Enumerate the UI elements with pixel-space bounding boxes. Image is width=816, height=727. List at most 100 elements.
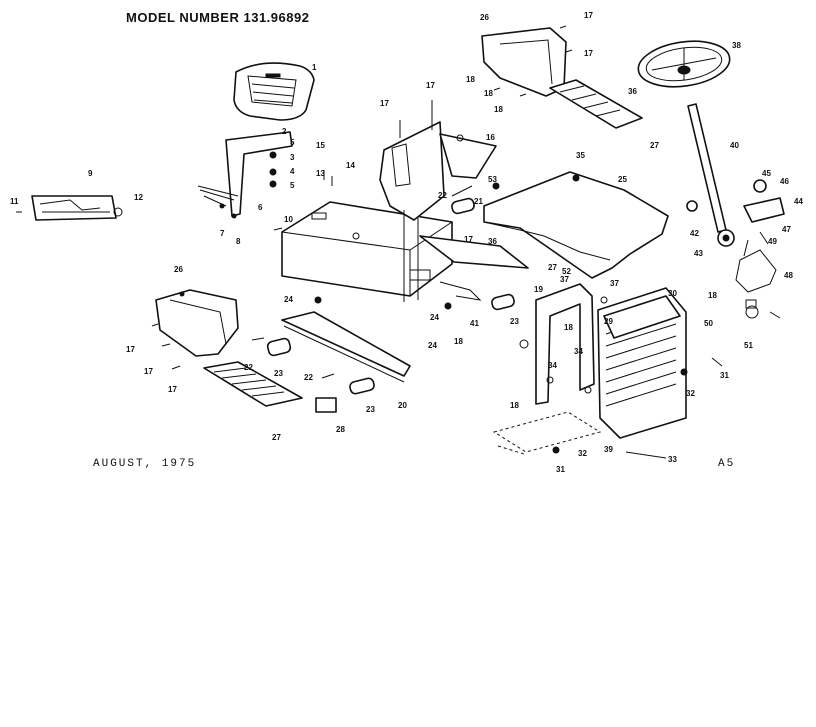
callout-25: 25 [618,175,627,184]
callout-48: 48 [784,271,793,280]
callout-22b: 22 [244,363,253,372]
callout-23c: 23 [366,405,375,414]
hardware-fasteners [16,25,781,459]
callout-27a: 27 [650,141,659,150]
callout-5: 5 [290,181,295,190]
callout-2: 2 [282,127,287,136]
steering-shaft-part[interactable] [687,103,735,247]
callout-31b: 31 [556,465,565,474]
callout-42: 42 [690,229,699,238]
callout-37b: 37 [610,279,619,288]
callout-4: 4 [290,167,295,176]
seat-part[interactable] [233,62,315,121]
callout-17c: 17 [584,11,593,20]
callout-51: 51 [744,341,753,350]
left-step-mat-part[interactable] [203,361,303,407]
right-step-mat-part[interactable] [549,79,643,129]
callout-23a: 23 [510,317,519,326]
dash-console-part[interactable] [379,121,497,221]
callout-18g: 18 [564,323,573,332]
callout-17h: 17 [464,235,473,244]
callout-24b: 24 [430,313,439,322]
callout-26a: 26 [480,13,489,22]
callout-20: 20 [398,401,407,410]
right-fender-part[interactable] [481,27,567,97]
callout-6: 6 [258,203,263,212]
callout-36b: 36 [488,237,497,246]
callout-9: 9 [88,169,93,178]
front-base-plate-part[interactable] [492,411,602,455]
callout-22a: 22 [438,191,447,200]
callout-8: 8 [236,237,241,246]
callout-49: 49 [768,237,777,246]
callout-32b: 32 [578,449,587,458]
callout-24a: 24 [284,295,293,304]
callout-18a: 18 [466,75,475,84]
callout-34b: 34 [574,347,583,356]
callout-31a: 31 [720,371,729,380]
steering-wheel-part[interactable] [635,36,732,92]
callout-13: 13 [316,169,325,178]
callout-32a: 32 [686,389,695,398]
seat-latch-box-part[interactable] [31,195,123,221]
callout-50: 50 [704,319,713,328]
left-fender-part[interactable] [155,289,239,357]
callout-36a: 36 [628,87,637,96]
callout-17b: 17 [380,99,389,108]
callout-53: 53 [488,175,497,184]
callout-5b: 5 [290,138,295,147]
callout-29: 29 [604,317,613,326]
callout-10: 10 [284,215,293,224]
callout-1: 1 [312,63,317,72]
callout-44: 44 [794,197,803,206]
page-code: A5 [718,458,736,470]
callout-39: 39 [604,445,613,454]
pad-part[interactable] [266,337,375,413]
callout-21: 21 [474,197,483,206]
left-running-board-part[interactable] [281,311,411,383]
steering-linkage-part[interactable] [735,179,785,309]
callout-43: 43 [694,249,703,258]
callout-14: 14 [346,161,355,170]
dash-support-part[interactable] [403,185,529,302]
callout-38: 38 [732,41,741,50]
seat-hinge-part[interactable] [197,185,239,219]
callout-45: 45 [762,169,771,178]
callout-18c: 18 [494,105,503,114]
callout-16: 16 [486,133,495,142]
main-frame-part[interactable] [281,201,453,297]
callout-28: 28 [336,425,345,434]
front-grille-part[interactable] [597,287,687,439]
hood-panel-part[interactable] [483,171,698,279]
callout-35: 35 [576,151,585,160]
callout-7: 7 [220,229,225,238]
callout-46: 46 [780,177,789,186]
callout-26b: 26 [174,265,183,274]
grille-frame-part[interactable] [535,283,595,405]
model-number-label: MODEL NUMBER 131.96892 [126,10,310,25]
callout-19: 19 [534,285,543,294]
callout-27c: 27 [272,433,281,442]
callout-18e: 18 [510,401,519,410]
callout-33: 33 [668,455,677,464]
callout-17f: 17 [144,367,153,376]
callout-18b: 18 [484,89,493,98]
callout-24c: 24 [428,341,437,350]
callout-23b: 23 [274,369,283,378]
callout-30: 30 [668,289,677,298]
callout-18f: 18 [708,291,717,300]
callout-17a: 17 [426,81,435,90]
callout-labels: 1 2 3 4 5 5 6 7 8 9 10 11 12 13 14 15 16… [10,11,803,474]
callout-27b: 27 [548,263,557,272]
callout-3: 3 [290,153,295,162]
callout-17g: 17 [168,385,177,394]
callout-37a: 37 [560,275,569,284]
callout-52: 52 [562,267,571,276]
callout-47: 47 [782,225,791,234]
callout-12: 12 [134,193,143,202]
seat-bracket-part[interactable] [225,131,293,217]
callout-41: 41 [470,319,479,328]
callout-40: 40 [730,141,739,150]
callout-15: 15 [316,141,325,150]
